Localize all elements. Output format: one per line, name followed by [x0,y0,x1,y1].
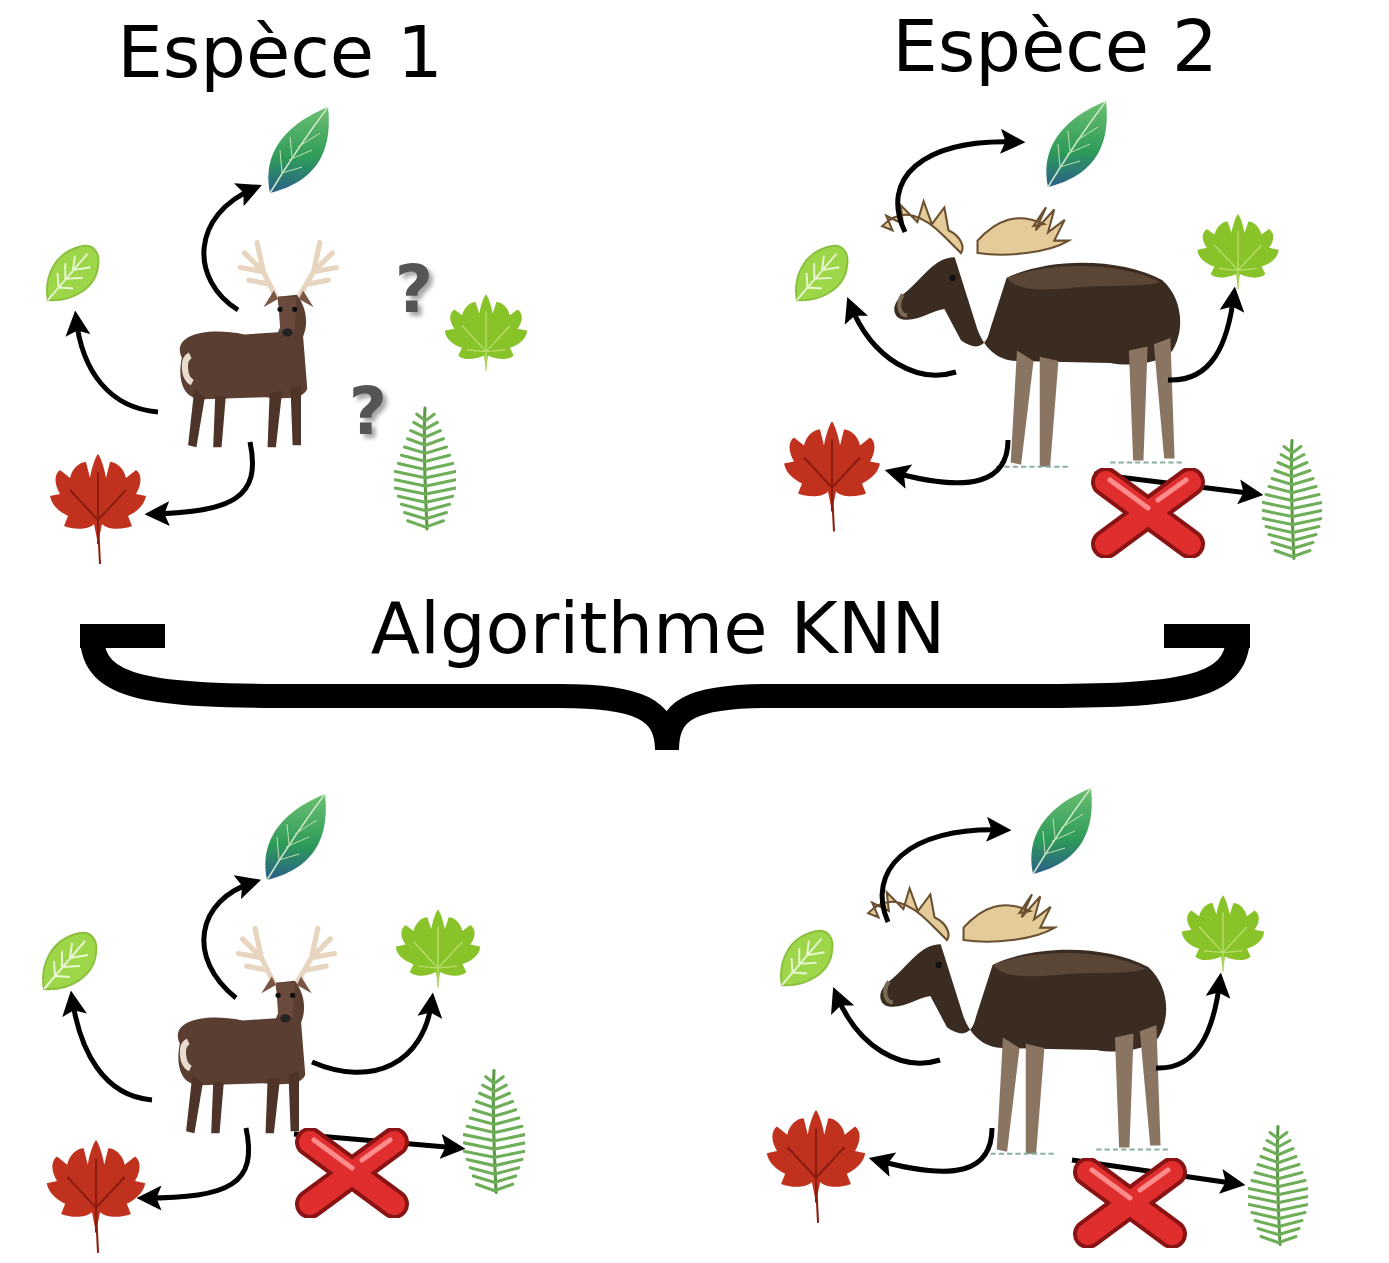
forbidden-marks [310,480,1190,1234]
leaves [43,101,1322,1253]
animals [178,201,1183,1153]
column-heading: Espèce 2 [892,10,1218,82]
question-mark: ? [395,257,433,323]
column-heading: Espèce 1 [117,16,443,88]
question-mark: ? [349,379,387,445]
feeding-arrows [72,142,1256,1198]
algorithm-label: Algorithme KNN [371,592,946,664]
